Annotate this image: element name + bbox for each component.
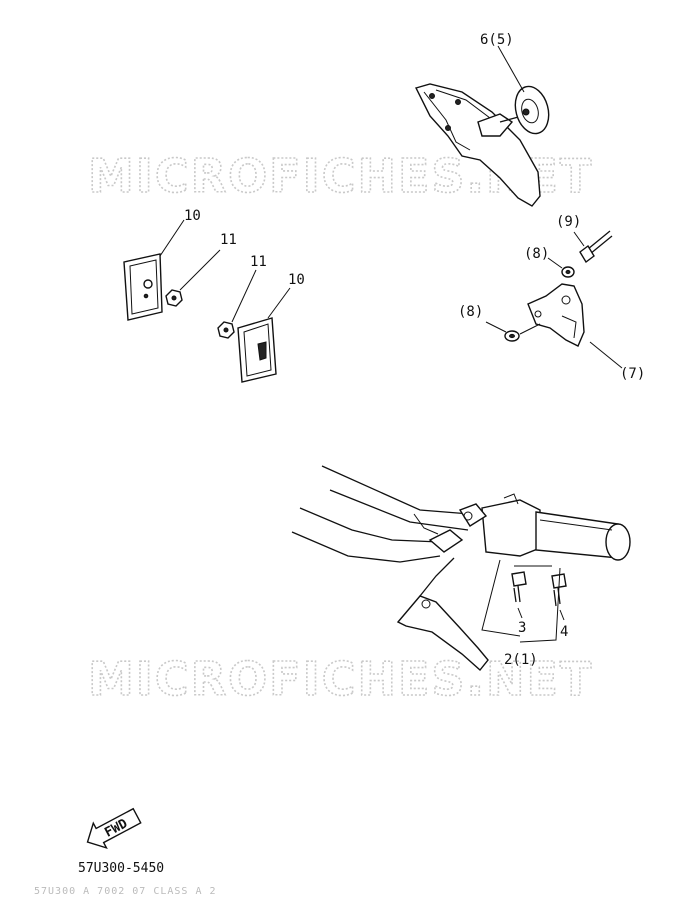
label-nut-left: 11 (220, 232, 237, 248)
switch-housing (428, 493, 541, 557)
label-washer-8-top: (8) (524, 246, 549, 262)
leader-screw-3 (517, 607, 523, 619)
nut-left (165, 289, 183, 307)
leader-washer-8-bottom (485, 321, 507, 333)
label-bracket-7: (7) (620, 366, 645, 382)
label-switch-assy: 2(1) (504, 652, 538, 668)
grip (535, 511, 631, 561)
label-screw-3: 3 (518, 620, 526, 636)
label-washer-8-bottom: (8) (458, 304, 483, 320)
label-nut-right: 11 (250, 254, 267, 270)
watermark-bottom: MICROFICHES.NET (88, 652, 593, 706)
label-horn: 6(5) (480, 32, 514, 48)
fwd-arrow: FWD (86, 807, 142, 850)
label-reflector-left: 10 (184, 208, 201, 224)
leader-reflector-right (267, 287, 291, 319)
reflector-left (123, 253, 163, 321)
leader-bolt-9 (573, 231, 585, 247)
leader-nut-right (231, 269, 257, 323)
handlebar (291, 465, 471, 563)
washer-8-top (561, 266, 575, 278)
leader-reflector-left (159, 219, 185, 257)
leader-washer-8-top (547, 257, 563, 269)
link-washer-bracket (519, 323, 541, 335)
diagram-code: 57U300-5450 (78, 861, 164, 876)
label-screw-4: 4 (560, 624, 568, 640)
screw-3 (511, 571, 527, 603)
label-reflector-right: 10 (288, 272, 305, 288)
clutch-lever (396, 557, 489, 672)
leader-screw-4 (559, 609, 565, 621)
horn-bracket-assembly (414, 83, 541, 207)
nut-right (217, 321, 235, 339)
reflector-right (237, 317, 277, 383)
washer-8-bottom (504, 330, 520, 342)
leader-horn (497, 45, 525, 93)
footer-text: 57U300 A 7002 07 CLASS A 2 (34, 886, 217, 897)
horn (514, 85, 550, 135)
leader-nut-left (179, 249, 221, 291)
bolt-9 (579, 230, 613, 264)
leader-bracket-7 (589, 341, 623, 369)
label-bolt-9: (9) (556, 214, 581, 230)
bracket-7 (527, 283, 585, 347)
bracket-leaders-switch (481, 559, 561, 643)
